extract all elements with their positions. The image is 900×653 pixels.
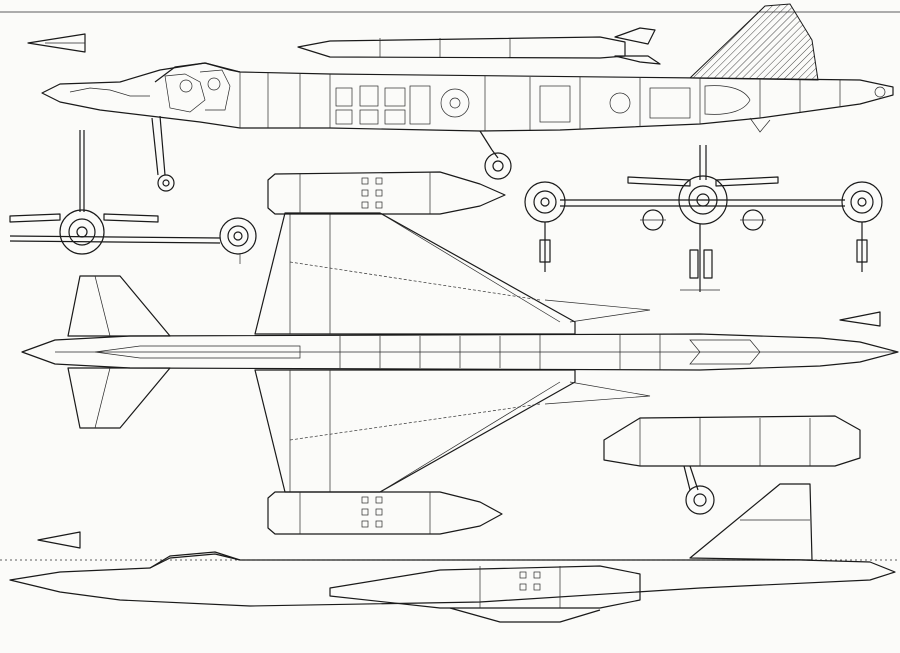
missile-bottom bbox=[267, 491, 503, 535]
cutaway-side-view bbox=[41, 3, 894, 192]
weapon-profile bbox=[297, 27, 661, 65]
plan-view bbox=[21, 212, 899, 493]
front-view-small bbox=[9, 130, 257, 264]
missile-top bbox=[267, 171, 506, 215]
side-profile bbox=[0, 483, 900, 623]
tail-fin-hatched bbox=[688, 3, 819, 81]
main-gear-detail bbox=[603, 415, 861, 515]
front-view-large bbox=[524, 145, 883, 292]
direction-arrows bbox=[27, 33, 881, 549]
